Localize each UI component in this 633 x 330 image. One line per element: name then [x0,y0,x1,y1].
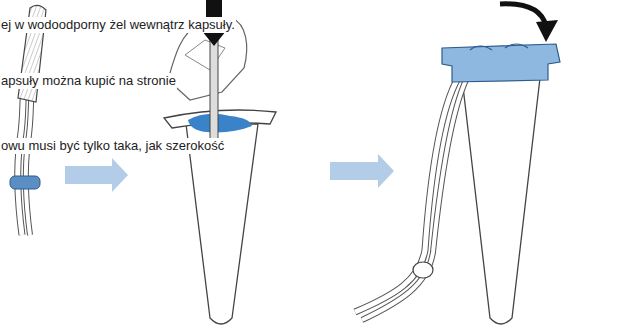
instruction-text: ej w wodoodporny żel wewnątrz kapsuły. [0,17,236,33]
open-capsule [164,0,276,324]
closed-capsule [355,4,560,324]
instruction-text: apsuły można kupić na stronie [0,73,177,89]
step-arrow [65,158,128,192]
wire-with-connector [10,5,46,235]
instruction-text: owu musi być tylko taka, jak szerokość [0,138,225,154]
step-arrow [330,154,394,188]
